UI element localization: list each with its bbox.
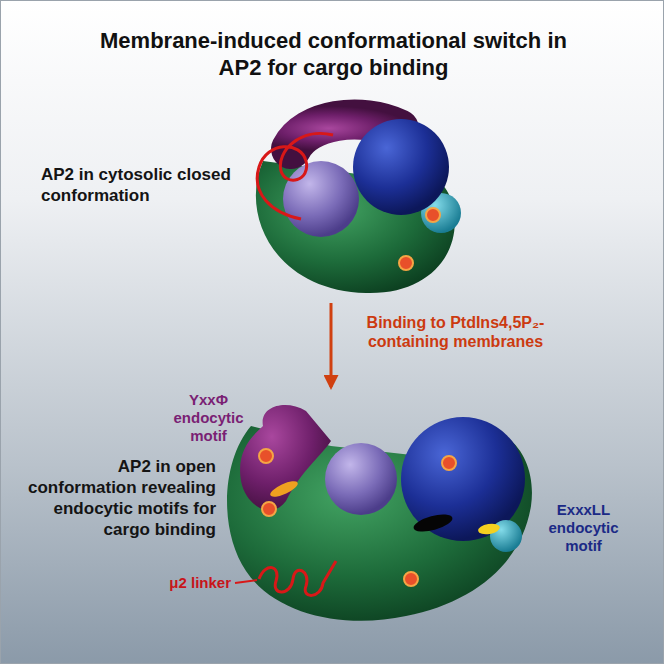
- mu2-domain: [283, 161, 359, 237]
- membrane-site-dot: [426, 208, 440, 222]
- binding-slot: [412, 511, 454, 535]
- alpha-domain: [240, 405, 331, 510]
- membrane-site-dot: [404, 572, 418, 586]
- state-label: AP2 in cytosolic closed conformation: [41, 164, 241, 206]
- mu2-linker-line: [257, 133, 333, 219]
- figure-title: Membrane-induced conformational switch i…: [96, 27, 571, 81]
- leader-line: [235, 580, 257, 583]
- mu2-linker-line: [259, 561, 336, 595]
- membrane-site-dot: [262, 502, 276, 516]
- motif-label: YxxΦ endocytic motif: [161, 391, 256, 445]
- conformation-state: AP2 in cytosolic closed conformation: [21, 96, 541, 301]
- motif-label: ExxxLL endocytic motif: [536, 501, 631, 555]
- linker-label: μ2 linker: [151, 574, 231, 592]
- transition-arrow: [330, 303, 333, 387]
- open-ap2: [227, 405, 532, 621]
- state-label: AP2 in open conformation revealing endoc…: [21, 456, 216, 540]
- beta2-domain: [353, 119, 449, 215]
- membrane-site-dot: [399, 256, 413, 270]
- dileucine-cargo: [477, 522, 500, 536]
- tyrosine-cargo: [268, 478, 299, 500]
- mu2-domain: [325, 443, 397, 515]
- transition-label: Binding to PtdIns4,5P₂-containing membra…: [343, 313, 568, 351]
- membrane-site-dot: [259, 449, 273, 463]
- membrane-site-dot: [442, 456, 456, 470]
- closed-ap2: [256, 119, 461, 293]
- conformation-state: AP2 in open conformation revealing endoc…: [21, 389, 536, 629]
